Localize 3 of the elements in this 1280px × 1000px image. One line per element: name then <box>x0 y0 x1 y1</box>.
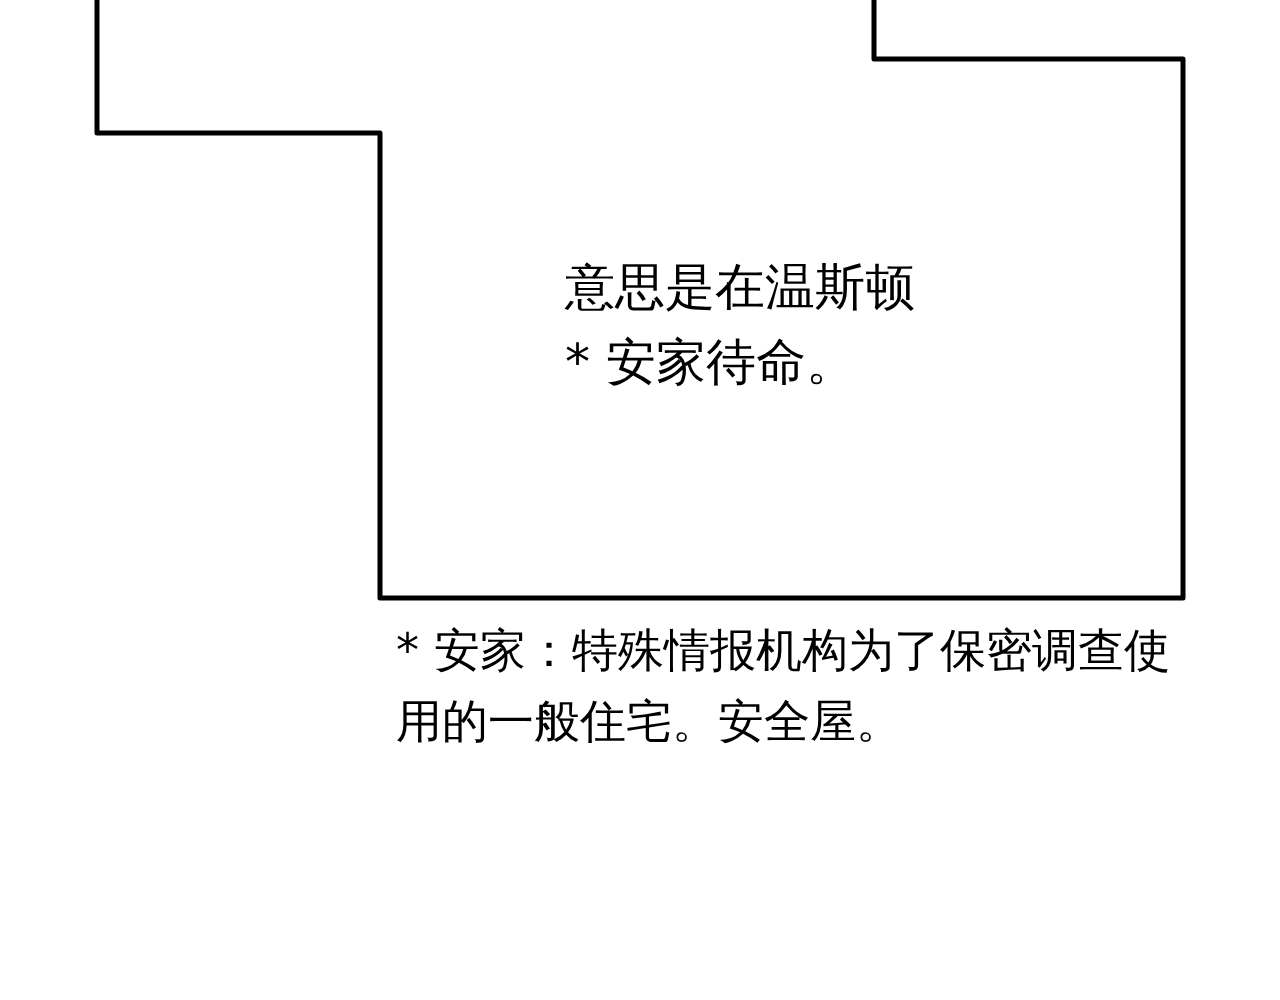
footnote-text: * 安家：特殊情报机构为了保密调查使用的一般住宅。安全屋。 <box>396 622 1171 751</box>
comic-panel <box>95 0 1187 602</box>
dialogue-text: 意思是在温斯顿* 安家待命。 <box>565 257 916 393</box>
